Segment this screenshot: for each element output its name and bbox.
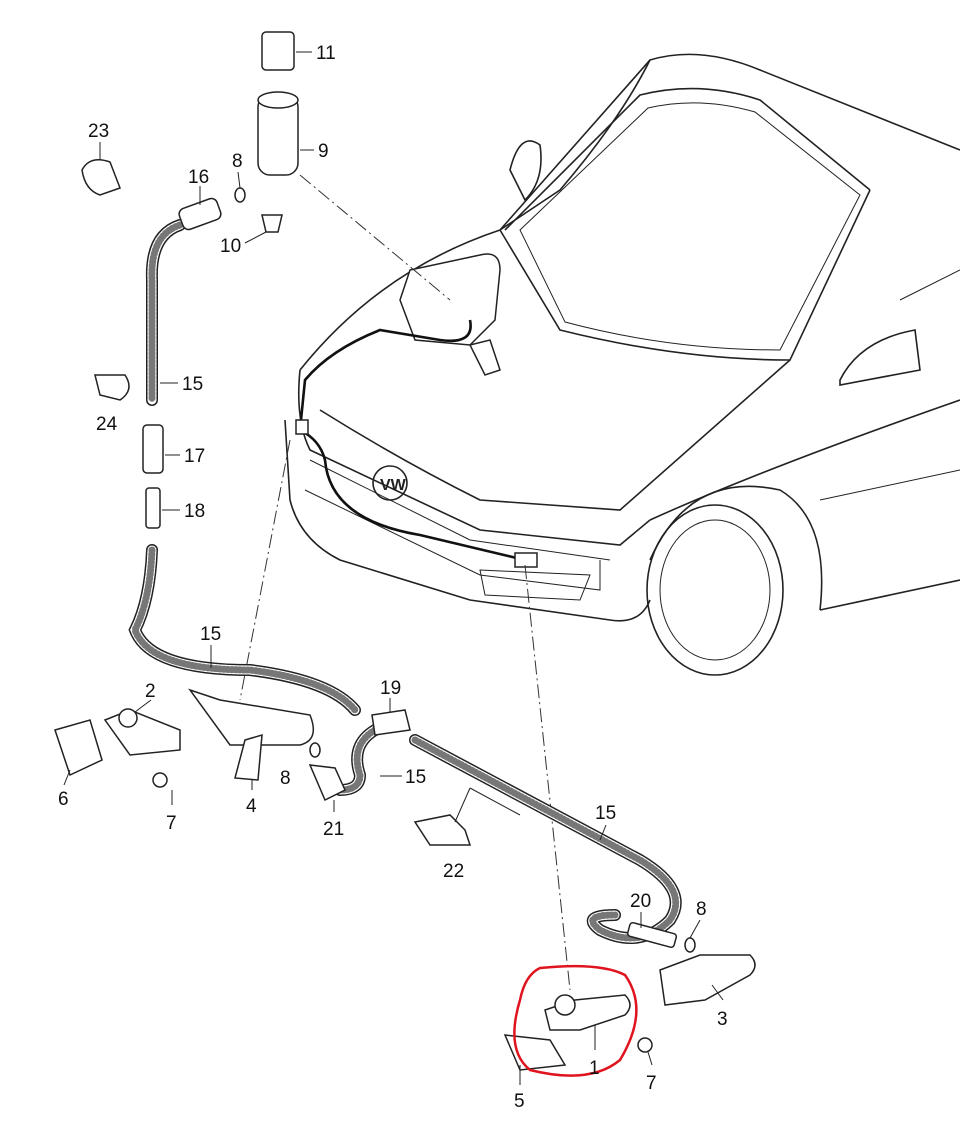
part-seal-8 — [684, 937, 696, 953]
part-cover-6 — [54, 719, 103, 777]
label-24: 24 — [96, 414, 118, 435]
connector — [514, 552, 538, 568]
part-connector-20 — [626, 921, 678, 949]
parts — [54, 31, 756, 1071]
label-1: 1 — [589, 1058, 600, 1079]
label-8: 8 — [280, 768, 291, 789]
label-8: 8 — [232, 151, 243, 172]
label-7: 7 — [166, 813, 177, 834]
part-connector-16 — [178, 197, 222, 231]
part-seal-8 — [234, 187, 246, 203]
label-4: 4 — [246, 796, 257, 817]
part-telescopic-cylinder — [188, 688, 315, 746]
part-clip-23 — [81, 159, 121, 196]
washer-hose — [128, 219, 682, 944]
part-cover-5 — [503, 1034, 567, 1071]
highlight-circle — [513, 964, 638, 1077]
connector — [295, 419, 309, 435]
label-6: 6 — [58, 789, 69, 810]
label-7: 7 — [646, 1073, 657, 1094]
part-connector-18 — [145, 487, 161, 529]
label-10: 10 — [220, 236, 241, 257]
label-21: 21 — [323, 819, 344, 840]
label-23: 23 — [88, 121, 109, 142]
label-22: 22 — [443, 861, 464, 882]
part-clip-22 — [413, 814, 472, 846]
part-bracket-4 — [234, 733, 263, 781]
label-2: 2 — [145, 681, 156, 702]
label-15: 15 — [405, 767, 426, 788]
part-elbow-21 — [308, 764, 346, 802]
label-19: 19 — [380, 678, 401, 699]
label-11: 11 — [316, 43, 336, 64]
label-8: 8 — [696, 899, 707, 920]
label-15: 15 — [200, 624, 221, 645]
part-screw-7 — [152, 772, 168, 788]
part-connector-17 — [142, 424, 164, 474]
label-3: 3 — [717, 1009, 728, 1030]
part-connector-11 — [261, 31, 295, 71]
part-t-piece-19 — [371, 709, 411, 736]
callout-labels: 11 9 23 16 8 10 15 24 17 18 15 2 19 6 7 … — [58, 43, 728, 1112]
part-clip-24 — [94, 374, 130, 401]
label-5: 5 — [514, 1091, 525, 1112]
leader-lines — [63, 51, 724, 1085]
label-18: 18 — [184, 501, 205, 522]
part-telescopic-cylinder-3 — [659, 954, 756, 1006]
label-16: 16 — [188, 167, 209, 188]
label-20: 20 — [630, 891, 651, 912]
label-9: 9 — [318, 141, 329, 162]
part-screw-7 — [637, 1037, 653, 1053]
part-grommet-10 — [261, 214, 283, 233]
label-15: 15 — [182, 374, 203, 395]
label-17: 17 — [184, 446, 205, 467]
part-nozzle-2 — [103, 709, 181, 756]
svg-text:VW: VW — [380, 477, 407, 494]
vehicle-outline: VW — [284, 53, 960, 676]
label-15: 15 — [595, 803, 616, 824]
